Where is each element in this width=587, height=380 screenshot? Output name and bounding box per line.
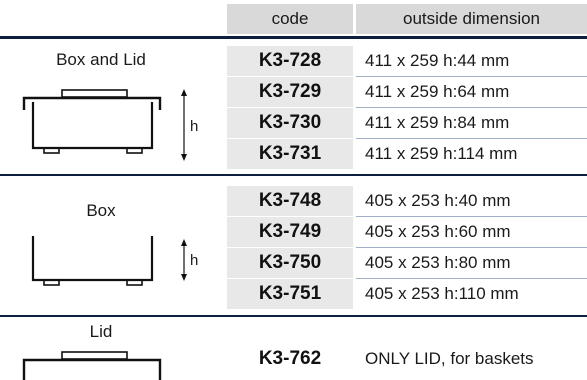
product-dimension: 405 x 253 h:40 mm	[365, 191, 511, 210]
table-row: K3-729 411 x 259 h:64 mm	[227, 77, 587, 107]
group-label-box-and-lid: Box and Lid	[56, 50, 146, 69]
row-divider	[356, 247, 587, 248]
group-rule	[0, 174, 587, 176]
product-code: K3-762	[258, 348, 322, 369]
table-row: K3-751 405 x 253 h:110 mm	[227, 279, 587, 309]
box-diagram	[31, 236, 187, 286]
row-divider	[356, 138, 587, 139]
product-code: K3-749	[227, 217, 353, 247]
group-rule	[0, 315, 587, 317]
group-label-box: Box	[86, 201, 116, 220]
product-code: K3-730	[227, 108, 353, 138]
product-code: K3-748	[227, 186, 353, 216]
box-h-label: h	[190, 252, 199, 269]
product-dimension: 405 x 253 h:110 mm	[365, 284, 519, 303]
product-dimension: 411 x 259 h:44 mm	[365, 51, 510, 70]
header-outside-dimension: outside dimension	[356, 4, 587, 34]
box-and-lid-h-label: h	[190, 118, 199, 135]
row-divider	[356, 278, 587, 279]
box-and-lid-diagram	[22, 89, 187, 161]
product-code: K3-729	[227, 77, 353, 107]
product-code: K3-731	[227, 139, 353, 169]
product-code: K3-750	[227, 248, 353, 278]
table-row: K3-749 405 x 253 h:60 mm	[227, 217, 587, 247]
product-dimension: 405 x 253 h:80 mm	[365, 253, 511, 272]
product-dimension: 411 x 259 h:64 mm	[365, 82, 510, 101]
product-code: K3-728	[227, 46, 353, 76]
row-divider	[356, 76, 587, 77]
table-row: K3-730 411 x 259 h:84 mm	[227, 108, 587, 138]
table-row: K3-728 411 x 259 h:44 mm	[227, 46, 587, 76]
product-code: K3-751	[227, 279, 353, 309]
product-dimension: 405 x 253 h:60 mm	[365, 222, 511, 241]
table-row: K3-762 ONLY LID, for baskets	[227, 344, 587, 374]
table-row: K3-748 405 x 253 h:40 mm	[227, 186, 587, 216]
table-row: K3-731 411 x 259 h:114 mm	[227, 139, 587, 169]
row-divider	[356, 107, 587, 108]
group-label-lid: Lid	[89, 322, 113, 341]
row-divider	[356, 216, 587, 217]
product-dimension: ONLY LID, for baskets	[365, 349, 534, 368]
header-rule	[0, 36, 587, 39]
lid-diagram	[22, 351, 162, 380]
header-code: code	[227, 4, 353, 34]
product-dimension: 411 x 259 h:84 mm	[365, 113, 510, 132]
table-row: K3-750 405 x 253 h:80 mm	[227, 248, 587, 278]
product-dimension: 411 x 259 h:114 mm	[365, 144, 518, 163]
